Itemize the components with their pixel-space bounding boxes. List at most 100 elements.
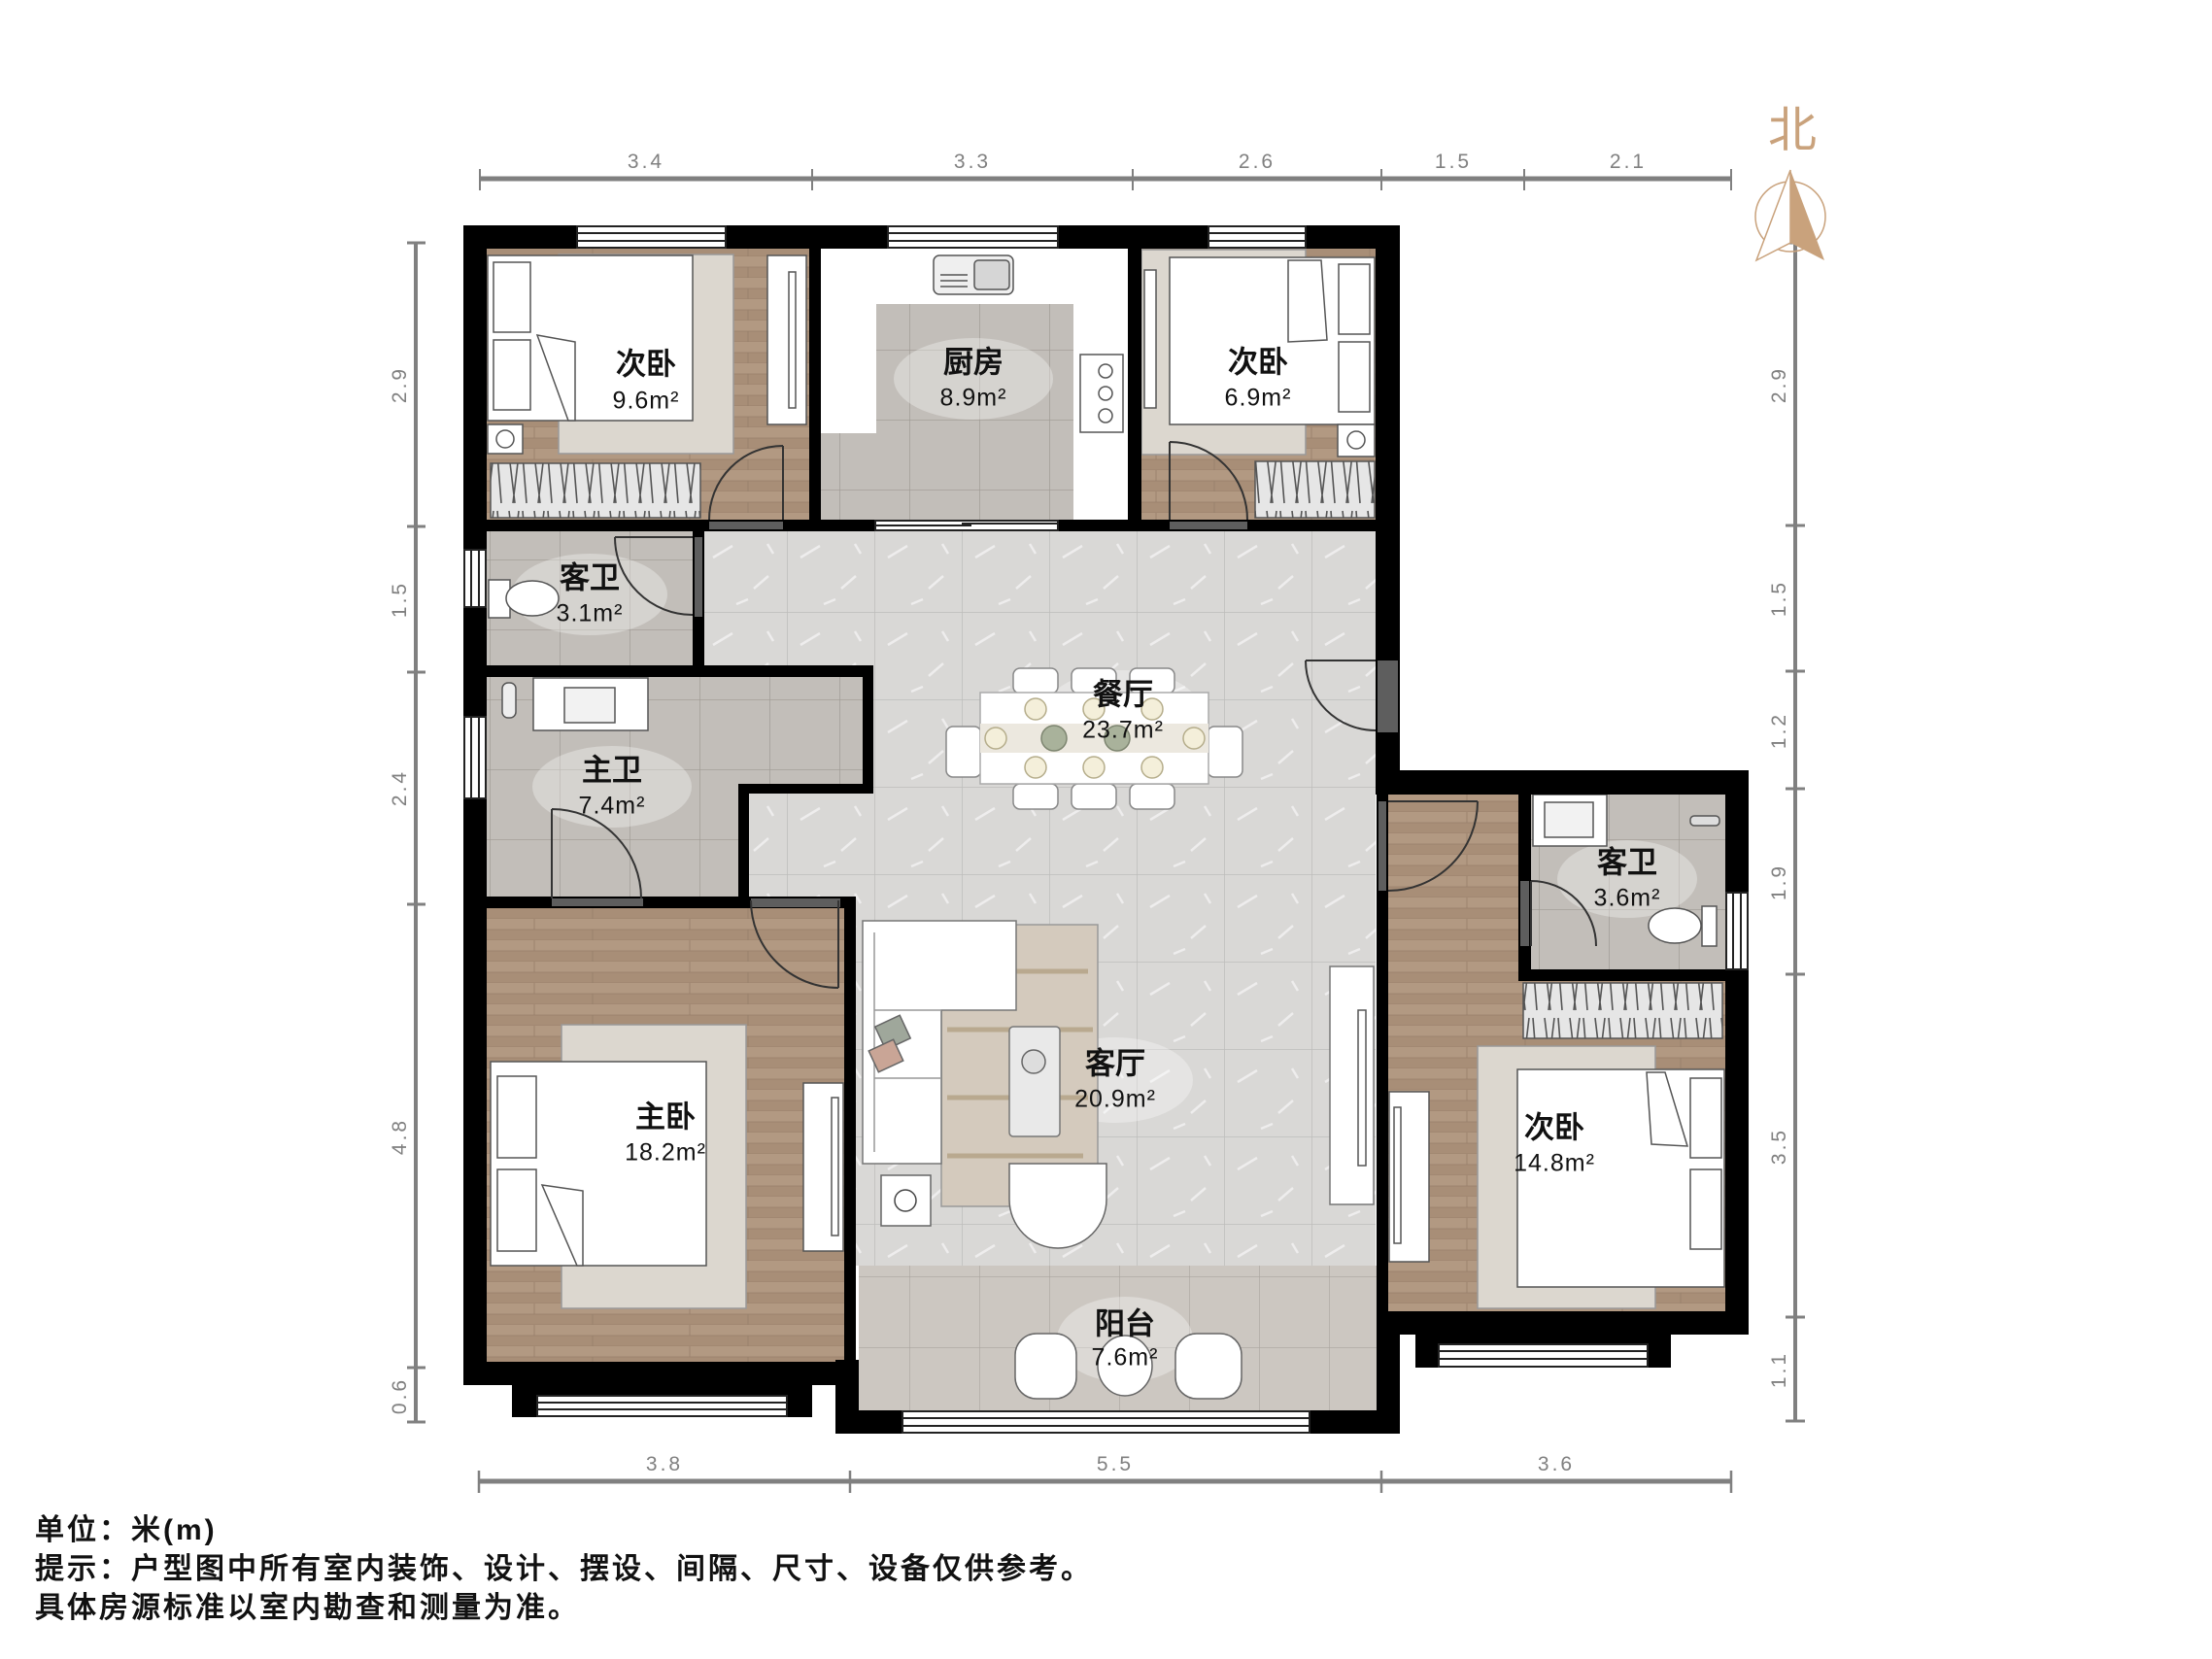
burner-icon [1098,363,1113,379]
dimension-label: 3.8 [645,1453,684,1475]
room-area-balcony: 7.6m² [1091,1343,1159,1371]
room-area-master-bath: 7.4m² [578,792,646,820]
pillow-icon [1338,263,1371,335]
window-balcony [902,1410,1310,1434]
room-area-guest-bath-e: 3.6m² [1593,884,1661,912]
room-name-bedroom-se: 次卧 [1524,1110,1584,1145]
toilet-icon [505,580,560,617]
blanket-fold-icon [1646,1071,1689,1147]
room-area-bedroom-nw: 9.6m² [612,387,680,415]
dimension-label: 2.6 [1238,151,1276,173]
floor-kitchen-tile [876,304,1073,520]
dimension-label: 2.1 [1609,151,1648,173]
wall-master-bath-east-lower [738,784,749,908]
dimension-label: 1.5 [1768,579,1790,618]
unit-note: 单位：米(m) [35,1514,218,1546]
tv-cabinet-icon [1329,965,1375,1205]
room-area-master-bedroom: 18.2m² [625,1138,706,1167]
door-master-bedroom [750,899,839,989]
room-area-kitchen: 8.9m² [939,384,1007,412]
dimension-label: 3.6 [1537,1453,1576,1475]
pillow-icon [1689,1077,1722,1159]
flower-icon [1104,725,1131,752]
door-frames [552,522,1529,946]
sink-basin-icon [973,259,1010,290]
furniture [487,249,1725,1400]
dimension-label: 0.6 [389,1376,411,1415]
window-guest-bath-e [1725,892,1749,970]
floor-kitchen-tile-2 [820,433,876,520]
room-name-master-bath: 主卫 [582,753,642,788]
shower-icon [1689,815,1720,827]
wall-se-bedroom-south [1377,1311,1749,1335]
side-table-icon [880,1174,932,1227]
burner-icon [1098,408,1113,423]
dimension-label: 5.5 [1096,1453,1135,1475]
plant-icon [894,1189,917,1212]
dimension-label: 2.9 [389,365,411,404]
door-master-bath [551,808,642,899]
dimension-label: 2.9 [1768,365,1790,404]
nightstand-icon [1337,423,1376,457]
basin-icon [1544,801,1594,838]
dimension-top [479,169,1732,190]
door-swings [551,441,1597,989]
reference-note: 提示：户型图中所有室内装饰、设计、摆设、间隔、尺寸、设备仅供参考。 [35,1553,1093,1585]
wall-master-south [463,1362,844,1385]
room-name-bedroom-ne: 次卧 [1228,345,1288,380]
dimension-label: 4.8 [389,1117,411,1156]
wall-east-wing-top [1376,770,1749,795]
wall-east-wing-outer [1725,770,1749,1335]
dimension-label: 3.5 [1768,1127,1790,1166]
dining-chairs [945,667,1243,810]
room-area-guest-bath-w: 3.1m² [556,599,624,627]
tv-icon [788,271,797,409]
room-name-living: 客厅 [1085,1046,1145,1081]
room-name-master-bedroom: 主卧 [635,1100,696,1134]
plates [984,697,1206,779]
tv-icon [1357,1009,1367,1167]
tv-icon [1393,1106,1402,1244]
dimension-label: 2.4 [389,768,411,807]
north-arrow-icon [1754,169,1826,262]
floor-master-bath [487,677,863,897]
blanket-fold-icon [1287,259,1328,343]
wall-master-bath-step [738,784,873,794]
sofa-arm-lines [873,932,941,1152]
door-ne-bedroom [1169,441,1248,521]
window-guest-bath-w [463,549,487,608]
wall-bath-divider [487,665,873,677]
pillow-icon [493,339,531,411]
wardrobe-icon [490,462,701,519]
table-runner-icon [980,724,1208,753]
flower-icon [1040,725,1068,752]
wall-nw-bedroom-kitchen [809,249,821,531]
wall-master-bath-east [863,677,873,794]
lamp-icon [495,429,515,449]
tv-cabinet-icon [766,254,807,425]
balcony-table-icon [1097,1335,1153,1397]
windows [463,225,1749,1434]
dimension-label: 1.5 [389,580,411,619]
throw-pillow-icon [868,1038,904,1073]
tv-icon [831,1097,839,1236]
throw-pillow-icon [873,1014,912,1051]
dimension-label: 1.5 [1434,151,1473,173]
balcony-chair-icon [1174,1333,1242,1400]
nightstand-icon [487,423,524,455]
room-name-guest-bath-w: 客卫 [560,560,620,595]
wardrobe-icon [1254,460,1376,519]
window-master-bath [463,716,487,799]
burner-icon [1098,386,1113,401]
window-se-bay [1438,1343,1649,1368]
wall-guest-bath-e-south [1518,969,1726,981]
lamp-icon [1346,430,1366,450]
window-ne-bedroom [1208,225,1307,249]
pillow-icon [1338,341,1371,413]
pillow-icon [496,1075,537,1159]
room-area-living: 20.9m² [1074,1085,1156,1113]
drainboard-icon [940,274,968,288]
decor-icon [1021,1049,1046,1074]
